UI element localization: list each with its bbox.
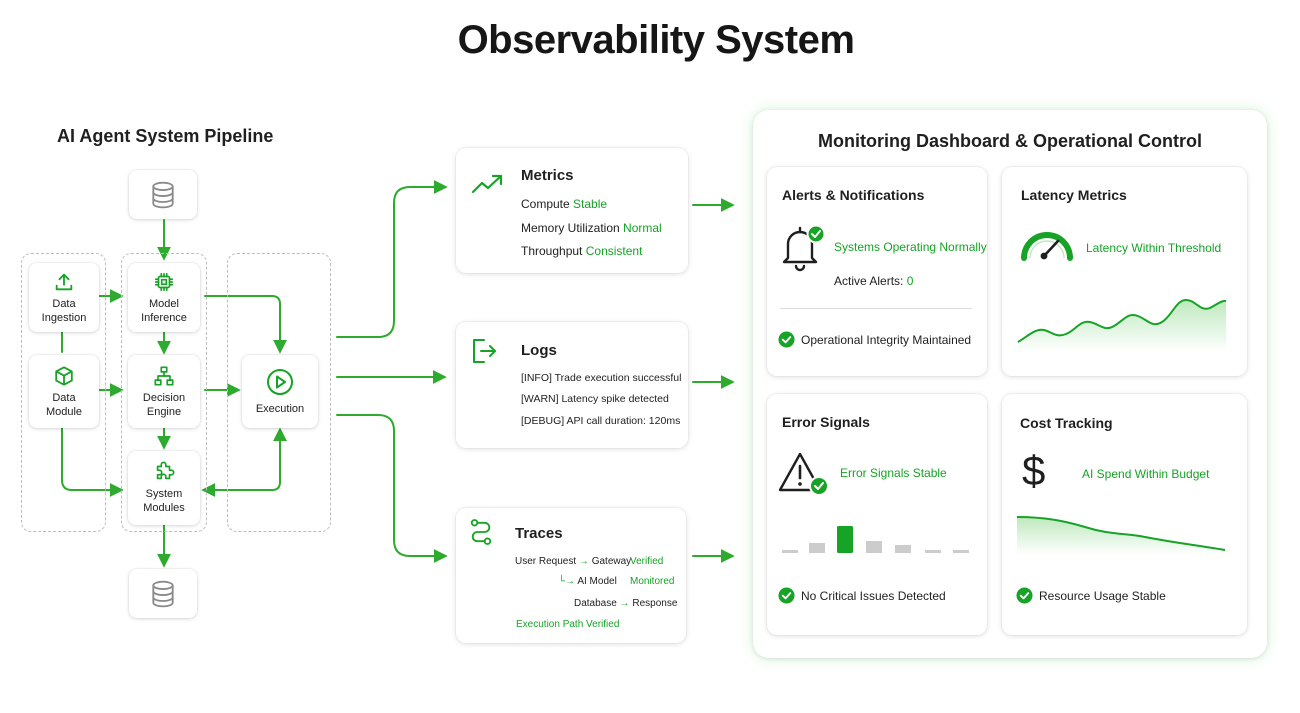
data-ingestion-node[interactable]: Data Ingestion — [29, 263, 99, 332]
database-bottom-node[interactable] — [129, 569, 197, 618]
group-data-column — [21, 253, 106, 532]
database-icon — [152, 580, 174, 607]
latency-title: Latency Metrics — [1021, 187, 1127, 203]
trace-status-verified: Verified — [630, 556, 664, 567]
trace-row-ai-model: └→ AI Model — [558, 576, 617, 587]
branch-connector-icon: └ — [558, 576, 566, 587]
play-icon — [267, 368, 293, 395]
arrow-right-icon: → — [578, 556, 589, 567]
database-icon — [152, 181, 174, 208]
data-ingestion-label: Data Ingestion — [41, 297, 87, 324]
trace-footer: Execution Path Verified — [516, 619, 620, 630]
error-signals-title: Error Signals — [782, 414, 870, 430]
traces-title: Traces — [515, 525, 563, 542]
active-alerts-count: 0 — [906, 274, 914, 288]
alerts-footer: Operational Integrity Maintained — [778, 331, 971, 348]
trace-row-gateway: User Request → Gateway — [515, 556, 632, 567]
route-icon — [470, 519, 492, 545]
system-modules-label: System Modules — [143, 488, 185, 514]
latency-status: Latency Within Threshold — [1086, 241, 1222, 255]
metrics-row-compute: Compute Stable — [521, 197, 608, 211]
log-line-warn: [WARN] Latency spike detected — [521, 393, 669, 405]
dashboard-title: Monitoring Dashboard & Operational Contr… — [818, 131, 1202, 151]
metrics-row-throughput: Throughput Consistent — [521, 244, 643, 258]
metrics-row-memory: Memory Utilization Normal — [521, 221, 662, 235]
group-execution-column — [227, 253, 331, 532]
alerts-title: Alerts & Notifications — [782, 187, 925, 203]
alerts-panel[interactable] — [767, 167, 987, 376]
database-top-node[interactable] — [129, 170, 197, 219]
latency-trend-chart — [1017, 298, 1227, 352]
cost-status: AI Spend Within Budget — [1082, 467, 1210, 481]
arrow-right-icon: → — [619, 598, 630, 609]
log-line-debug: [DEBUG] API call duration: 120ms — [521, 415, 681, 427]
page-title: Observability System — [457, 18, 855, 62]
traces-card[interactable] — [456, 508, 686, 643]
error-signals-footer: No Critical Issues Detected — [778, 587, 946, 604]
execution-node[interactable]: Execution — [242, 355, 318, 428]
log-out-icon — [473, 339, 496, 363]
error-signals-panel[interactable] — [767, 394, 987, 635]
puzzle-icon — [156, 461, 175, 480]
error-signals-bar-chart — [782, 526, 969, 553]
active-alerts-row: Active Alerts: 0 — [834, 274, 914, 288]
check-circle-icon — [1016, 587, 1033, 604]
trace-row-response: Database → Response — [574, 598, 678, 609]
bell-icon — [782, 224, 826, 272]
trending-up-icon — [471, 174, 503, 194]
alerts-divider — [780, 308, 972, 309]
arrow-right-icon: → — [565, 576, 576, 587]
arrow-execution-to-metrics — [336, 180, 448, 338]
metrics-card[interactable] — [456, 148, 688, 273]
cost-tracking-panel[interactable] — [1002, 394, 1247, 635]
data-module-node[interactable]: Data Module — [29, 355, 99, 428]
cost-trend-chart — [1016, 516, 1226, 555]
model-inference-node[interactable]: Model Inference — [128, 263, 200, 332]
pipeline-title: AI Agent System Pipeline — [57, 126, 274, 146]
group-model-column — [121, 253, 207, 532]
chip-icon — [154, 272, 174, 291]
trace-status-monitored: Monitored — [630, 576, 675, 587]
system-modules-node[interactable]: System Modules — [128, 451, 200, 525]
cube-icon — [55, 365, 73, 386]
alerts-status: Systems Operating Normally — [834, 240, 987, 254]
log-line-info: [INFO] Trade execution successful — [521, 372, 682, 384]
decision-engine-node[interactable]: Decision Engine — [128, 355, 200, 428]
execution-label: Execution — [255, 402, 305, 415]
metrics-title: Metrics — [521, 167, 574, 184]
logs-title: Logs — [521, 342, 557, 359]
cost-tracking-title: Cost Tracking — [1020, 415, 1113, 431]
check-circle-icon — [778, 331, 795, 348]
gauge-icon — [1021, 232, 1073, 261]
hierarchy-icon — [154, 365, 174, 386]
cost-footer: Resource Usage Stable — [1016, 587, 1166, 604]
error-signals-status: Error Signals Stable — [840, 466, 947, 480]
logs-card[interactable] — [456, 322, 688, 448]
model-inference-label: Model Inference — [141, 297, 187, 324]
warning-icon — [778, 452, 829, 496]
upload-icon — [55, 273, 73, 290]
arrow-execution-to-traces — [336, 414, 448, 563]
data-module-label: Data Module — [45, 391, 83, 418]
check-circle-icon — [778, 587, 795, 604]
decision-engine-label: Decision Engine — [142, 391, 186, 418]
dollar-icon: $ — [1022, 447, 1046, 494]
